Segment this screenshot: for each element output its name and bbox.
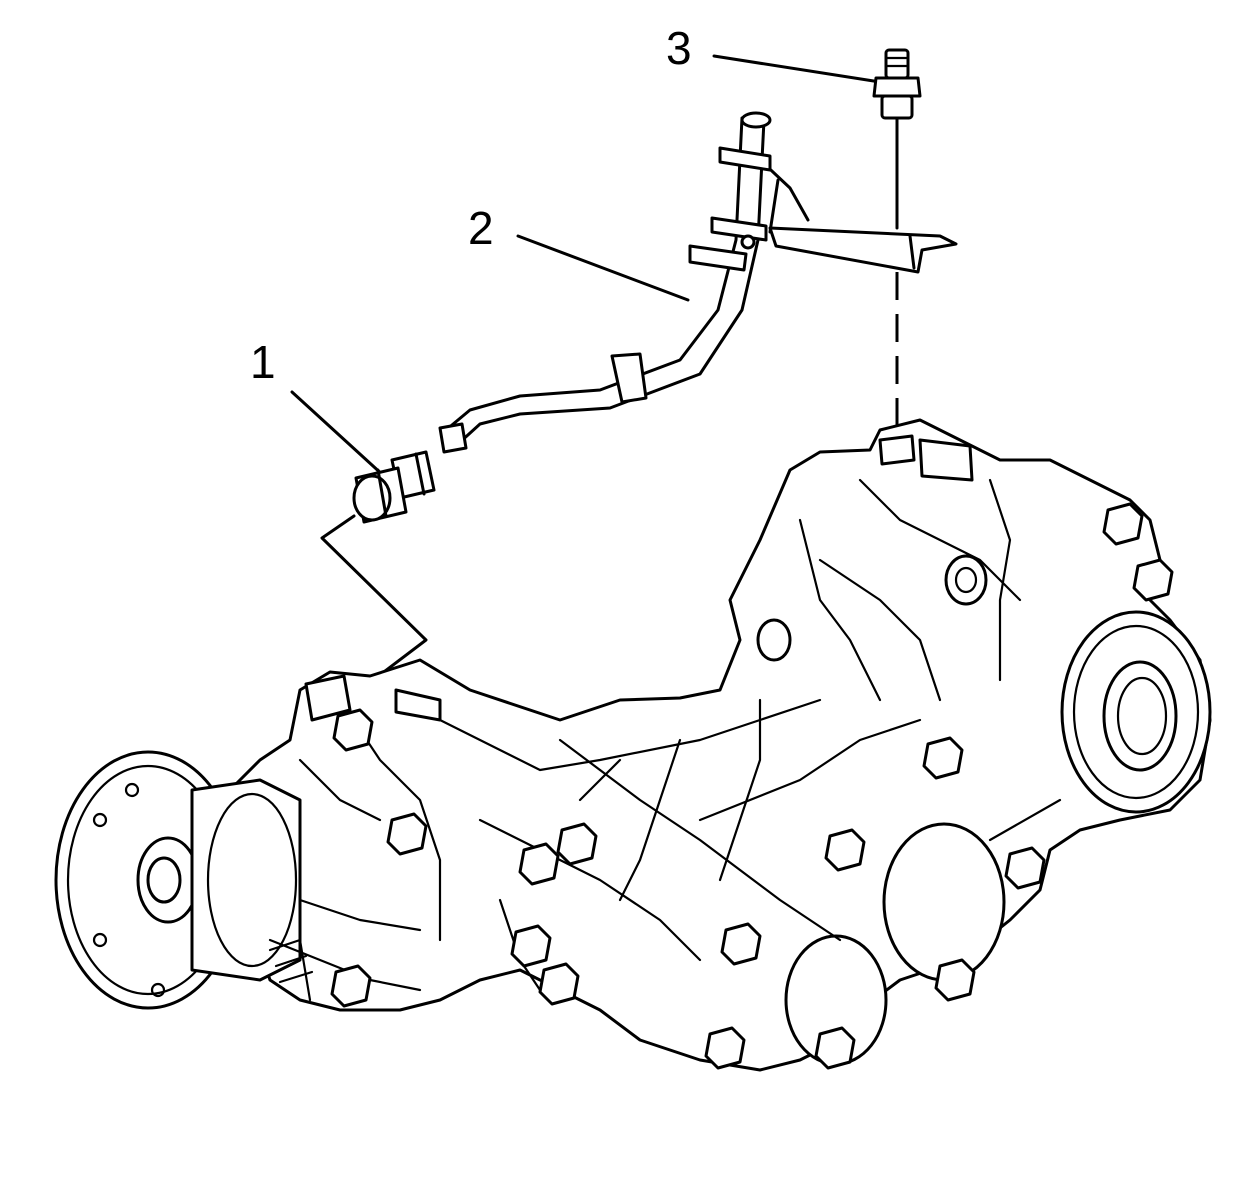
callout-2-label: 2 [468,202,494,254]
hose-connector [320,450,436,692]
bolt-icon [510,924,552,968]
differential-housing [54,418,1212,1072]
bolt-icon [814,1026,856,1070]
vent-fitting [872,48,922,230]
bolt-icon [720,922,762,966]
leader-line-2 [516,234,690,302]
leader-line-1 [290,390,386,478]
bolt-icon [922,736,964,780]
bolt-icon [824,828,866,872]
leader-lines [290,54,882,478]
bolt-icon [538,962,580,1006]
callout-1-label: 1 [250,336,276,388]
callout-3-label: 3 [666,22,692,74]
bolt-icon [1004,846,1046,890]
cooling-fins [268,938,314,1002]
bolt-icon [556,822,598,866]
vent-hose-assembly [438,111,958,454]
bolt-icon [386,812,428,856]
housing-bolts [330,502,1174,1070]
bolt-icon [934,958,976,1002]
bolt-icon [332,708,374,752]
leader-line-3 [712,54,882,84]
bolt-icon [1102,502,1144,546]
bolt-icon [518,842,560,886]
bolt-icon [330,964,372,1008]
bolt-icon [704,1026,746,1070]
bolt-icon [1132,558,1174,602]
